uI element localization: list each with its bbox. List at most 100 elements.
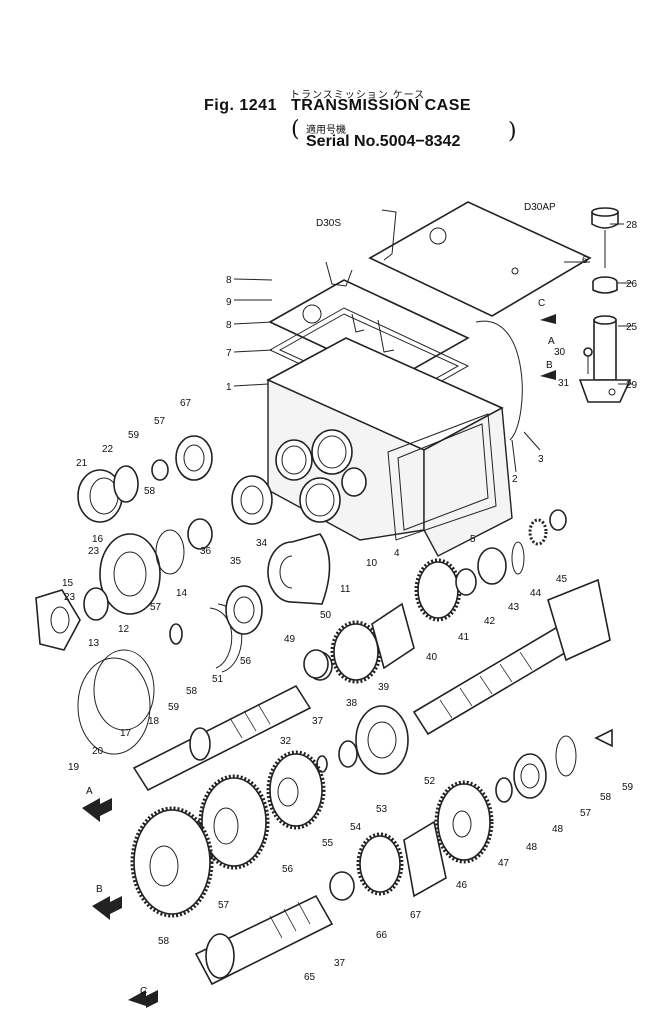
callout-12: 12 (118, 624, 130, 635)
gears-drawing (130, 509, 613, 918)
applicable-models-label: 適用号機 (306, 125, 346, 136)
callout-62b: 59 (168, 702, 180, 713)
callout-51: 51 (212, 674, 224, 685)
callout-28: 28 (626, 220, 638, 231)
callout-17: 17 (120, 728, 132, 739)
callout-43: 44 (530, 588, 542, 599)
transmission-case-drawing (266, 201, 592, 557)
callout-40: 41 (458, 632, 470, 643)
serial-range: Serial No.5004−8342 (306, 133, 461, 150)
callout-22: 22 (102, 444, 114, 455)
arrow-label-b: B (96, 884, 103, 895)
callout-36: 37 (312, 716, 324, 727)
callout-29: 29 (626, 380, 638, 391)
arrow-label-c: C (140, 986, 147, 997)
paren-open: ( (291, 117, 300, 142)
figure-number: Fig. 1241 (204, 97, 277, 114)
callout-38: 39 (378, 682, 390, 693)
callout-63: 65 (304, 972, 316, 983)
bevel-pinion (547, 578, 611, 662)
callout-65: 66 (376, 930, 388, 941)
callout-32: 32 (280, 736, 292, 747)
model-tag-d30s: D30S (316, 218, 341, 229)
paren-close: ) (508, 119, 517, 144)
callout-53: 53 (376, 804, 388, 815)
callout-19: 19 (68, 762, 80, 773)
callout-59: 56 (240, 656, 252, 667)
callout-37: 38 (346, 698, 358, 709)
arrow-label-a-top: A (548, 336, 555, 347)
callout-45: 46 (456, 880, 468, 891)
shafts-drawing (132, 578, 611, 986)
arrow-label-c-top: C (538, 298, 545, 309)
callout-57: 57 (218, 900, 230, 911)
callout-23: 23 (64, 592, 76, 603)
callout-5: 5 (470, 534, 476, 545)
page-title: TRANSMISSION CASE (291, 97, 472, 114)
callout-50: 50 (320, 610, 332, 621)
callout-54: 54 (350, 822, 362, 833)
callout-61b: 58 (186, 686, 198, 697)
callout-6: 6 (582, 255, 588, 266)
callout-4: 4 (394, 548, 400, 559)
countershaft (412, 620, 582, 736)
callout-60: 57 (154, 416, 166, 427)
callout-labels: 8 9 8 7 1 6 28 26 25 30 31 29 3 2 67 57 … (62, 202, 638, 997)
case-side (423, 406, 513, 557)
callout-18: 18 (148, 716, 160, 727)
top-cover-plate (368, 201, 592, 317)
callout-24: 23 (88, 546, 100, 557)
callout-41: 42 (484, 616, 496, 627)
callout-8b: 8 (226, 320, 232, 331)
callout-36b: 37 (334, 958, 346, 969)
callout-31: 31 (558, 378, 570, 389)
callout-46: 47 (498, 858, 510, 869)
callout-55: 55 (322, 838, 334, 849)
callout-20: 20 (92, 746, 104, 757)
callout-13: 13 (88, 638, 100, 649)
callout-7: 7 (226, 348, 232, 359)
callout-1: 1 (226, 382, 232, 393)
callout-9: 9 (226, 297, 232, 308)
arrow-label-b-top: B (546, 360, 553, 371)
callout-10: 10 (366, 558, 378, 569)
callout-62c: 59 (622, 782, 634, 793)
callout-61: 58 (144, 486, 156, 497)
callout-8: 8 (226, 275, 232, 286)
callout-35: 36 (200, 546, 212, 557)
callout-15: 15 (62, 578, 74, 589)
title-katakana: トランスミッション ケース (290, 90, 426, 101)
callout-39: 40 (426, 652, 438, 663)
callout-30: 30 (554, 347, 566, 358)
callout-60b: 57 (150, 602, 162, 613)
callout-62: 59 (128, 430, 140, 441)
callout-33: 34 (256, 538, 268, 549)
callout-44: 45 (556, 574, 568, 585)
callout-58: 58 (158, 936, 170, 947)
callout-66: 67 (410, 910, 422, 921)
callout-61c: 58 (600, 792, 612, 803)
callout-14: 14 (176, 588, 188, 599)
callout-52: 52 (424, 776, 436, 787)
callout-25: 25 (626, 322, 638, 333)
callout-2: 2 (512, 474, 518, 485)
leader-lines (233, 223, 632, 473)
model-tag-d30ap: D30AP (524, 202, 556, 213)
bearings-drawing (151, 435, 331, 645)
callout-3: 3 (538, 454, 544, 465)
left-cover-assembly (35, 465, 243, 755)
callout-56: 56 (282, 864, 294, 875)
main-shaft (132, 684, 312, 792)
callout-42: 43 (508, 602, 520, 613)
callout-26: 26 (626, 279, 638, 290)
callout-34: 35 (230, 556, 242, 567)
direction-arrows (82, 314, 556, 1008)
callout-49: 49 (284, 634, 296, 645)
callout-11: 11 (340, 584, 351, 595)
callout-47: 48 (526, 842, 538, 853)
callout-60c: 57 (580, 808, 592, 819)
callout-48: 48 (552, 824, 564, 835)
callout-16: 16 (92, 534, 104, 545)
sensor-stack-drawing (578, 207, 632, 403)
